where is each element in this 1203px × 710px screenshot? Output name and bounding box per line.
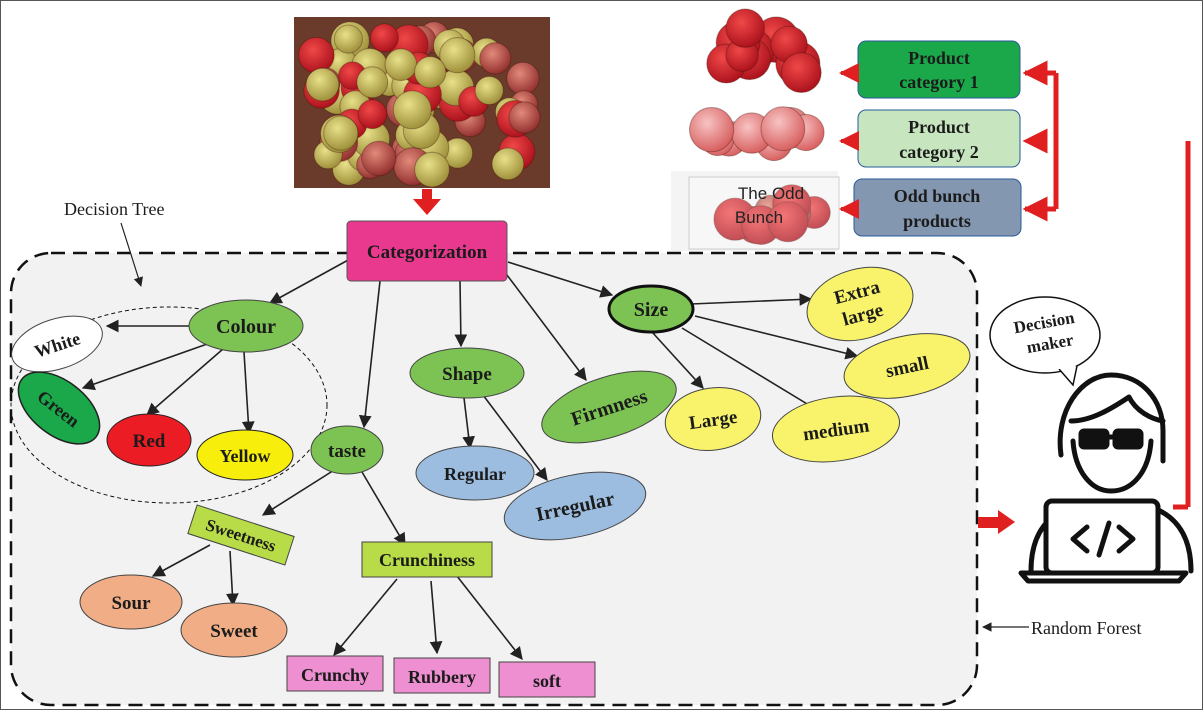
extra-large-node bbox=[806, 266, 914, 342]
sweetness-node bbox=[187, 504, 295, 566]
crunchy-label: Crunchy bbox=[301, 665, 369, 685]
categorization-label: Categorization bbox=[367, 242, 488, 263]
rubbery-node bbox=[393, 657, 491, 694]
small-node bbox=[843, 333, 971, 399]
tree-edges bbox=[81, 222, 1029, 661]
sour-label: Sour bbox=[111, 593, 151, 614]
crunchiness-node bbox=[361, 541, 493, 578]
crunchiness-label: Crunchiness bbox=[379, 550, 475, 570]
regular-node bbox=[415, 445, 535, 501]
apple-pile-image bbox=[294, 17, 550, 188]
decision-tree-boundary bbox=[10, 306, 328, 504]
odd-bunch-bag-image: The Odd Bunch bbox=[671, 171, 840, 251]
product-category-1-line2: category 1 bbox=[899, 72, 978, 92]
product-category-2-line2: category 2 bbox=[899, 142, 978, 162]
decision-tree-label: Decision Tree bbox=[64, 199, 165, 219]
bag-text-line1: The Odd bbox=[738, 184, 804, 203]
regular-label: Regular bbox=[444, 464, 506, 484]
decision-maker-bubble: Decision maker bbox=[989, 296, 1101, 387]
sweet-label: Sweet bbox=[210, 621, 258, 642]
taste-node bbox=[310, 425, 384, 475]
medium-node bbox=[771, 395, 901, 463]
white-node bbox=[11, 315, 103, 373]
product-category-2-line1: Product bbox=[908, 117, 970, 137]
sweet-node bbox=[180, 602, 288, 658]
soft-node bbox=[498, 661, 596, 698]
shape-label: Shape bbox=[442, 364, 492, 385]
bag-text-line2: Bunch bbox=[735, 208, 783, 227]
sour-node bbox=[79, 574, 183, 630]
soft-label: soft bbox=[533, 671, 561, 691]
random-forest-label: Random Forest bbox=[1031, 618, 1142, 638]
yellow-label: Yellow bbox=[220, 446, 271, 466]
red-down-arrow bbox=[413, 189, 441, 215]
size-node bbox=[607, 284, 695, 334]
green-node bbox=[17, 371, 101, 445]
colour-label: Colour bbox=[216, 316, 276, 338]
pink-apples-image bbox=[689, 106, 825, 162]
rubbery-label: Rubbery bbox=[408, 667, 476, 687]
large-node bbox=[664, 387, 762, 451]
taste-label: taste bbox=[328, 441, 366, 462]
red-right-arrow bbox=[978, 510, 1015, 534]
yellow-node bbox=[196, 429, 294, 481]
red-label: Red bbox=[133, 431, 166, 452]
firmness-node bbox=[541, 370, 677, 444]
red-node bbox=[106, 413, 192, 467]
odd-bunch-products-line1: Odd bunch bbox=[894, 186, 981, 206]
colour-node bbox=[188, 299, 304, 353]
categorization-node bbox=[346, 220, 508, 282]
shape-node bbox=[409, 347, 525, 399]
box-to-image-arrows bbox=[839, 63, 859, 219]
crunchy-node bbox=[286, 655, 384, 692]
developer-person-icon bbox=[1018, 372, 1194, 584]
irregular-node bbox=[503, 471, 647, 541]
red-apples-image bbox=[706, 8, 822, 93]
size-label: Size bbox=[634, 299, 669, 321]
product-category-1-line1: Product bbox=[908, 48, 970, 68]
odd-bunch-products-line2: products bbox=[903, 211, 971, 231]
output-connector bbox=[1022, 60, 1191, 510]
